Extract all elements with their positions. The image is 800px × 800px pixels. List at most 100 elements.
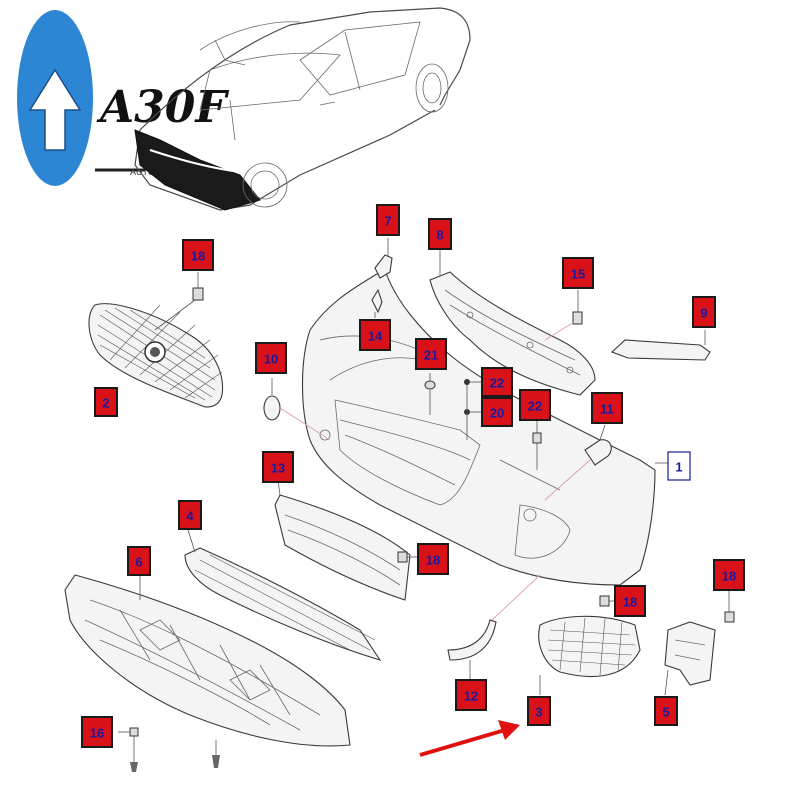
callout-box — [417, 543, 449, 575]
callout-number: 14 — [368, 329, 383, 344]
callout-number: 20 — [490, 406, 504, 421]
callout-number: 1 — [675, 460, 682, 475]
callout-box — [455, 679, 487, 711]
callout-box — [428, 218, 452, 250]
callout-c11: 11 — [591, 392, 623, 424]
callout-box — [376, 204, 400, 236]
brand-logo: A30F AUTO — [17, 10, 229, 186]
callout-number: 13 — [271, 461, 285, 476]
callout-c3: 3 — [527, 696, 551, 726]
callout-box — [81, 716, 113, 748]
callout-number: 21 — [424, 348, 438, 363]
callout-box — [519, 389, 551, 421]
callout-c20: 20 — [481, 397, 513, 427]
callout-c21: 21 — [415, 338, 447, 370]
callout-number: 18 — [623, 595, 637, 610]
callout-number: 10 — [264, 352, 278, 367]
callout-box — [359, 319, 391, 351]
callout-number: 3 — [535, 705, 542, 720]
callout-c14: 14 — [359, 319, 391, 351]
callout-c10: 10 — [255, 342, 287, 374]
callout-c8: 8 — [428, 218, 452, 250]
callout-box — [481, 367, 513, 397]
callout-number: 11 — [600, 402, 614, 417]
callout-box — [614, 585, 646, 617]
callout-c15: 15 — [562, 257, 594, 289]
callout-box — [654, 696, 678, 726]
callout-box — [481, 397, 513, 427]
screws-16 — [118, 727, 220, 772]
part-10-cap — [263, 378, 331, 441]
callout-number: 18 — [191, 249, 205, 264]
callout-number: 8 — [436, 228, 443, 243]
callout-c18b: 18 — [417, 543, 449, 575]
part-6-undertray — [64, 574, 351, 747]
callout-c4: 4 — [178, 500, 202, 530]
part-11-cap — [544, 424, 612, 501]
callout-c12: 12 — [455, 679, 487, 711]
callout-number: 18 — [722, 569, 736, 584]
callout-box — [255, 342, 287, 374]
callout-box — [527, 696, 551, 726]
callout-box — [713, 559, 745, 591]
callout-number: 18 — [426, 553, 440, 568]
callout-c6: 6 — [127, 546, 151, 576]
screws-22-20 — [464, 379, 542, 470]
callout-c16: 16 — [81, 716, 113, 748]
callout-number: 2 — [102, 396, 109, 411]
clip-14 — [371, 288, 383, 318]
callout-c18d: 18 — [713, 559, 745, 591]
part-3-fog-grille — [538, 615, 641, 695]
callout-box — [591, 392, 623, 424]
clip-18a — [154, 272, 204, 331]
callout-number: 22 — [528, 399, 542, 414]
callout-box — [94, 387, 118, 417]
callout-c7: 7 — [376, 204, 400, 236]
callout-c13: 13 — [262, 451, 294, 483]
callout-number: 5 — [662, 705, 669, 720]
clip-18d — [724, 590, 735, 623]
callout-c2: 2 — [94, 387, 118, 417]
callout-box — [692, 296, 716, 328]
callout-number: 15 — [571, 267, 585, 282]
callout-box — [127, 546, 151, 576]
red-arrow-icon — [419, 720, 520, 757]
part-4-lower-grille — [184, 529, 382, 661]
car-illustration — [134, 7, 471, 211]
callout-c1: 1 — [667, 451, 691, 481]
callout-box — [562, 257, 594, 289]
callout-c18a: 18 — [182, 239, 214, 271]
callout-c9: 9 — [692, 296, 716, 328]
logo-subtext: AUTO — [130, 167, 155, 177]
callout-number: 16 — [90, 726, 104, 741]
callout-c22b: 22 — [519, 389, 551, 421]
part-13-lower-mount — [274, 479, 411, 601]
callout-box — [262, 451, 294, 483]
callout-number: 7 — [384, 214, 391, 229]
callout-number: 22 — [490, 376, 504, 391]
part-7-bracket — [374, 238, 393, 279]
part-5-bracket — [664, 621, 716, 696]
callout-box — [415, 338, 447, 370]
part-12-strip — [447, 574, 541, 680]
clip-18c — [599, 595, 615, 607]
part-grille — [88, 303, 224, 408]
clip-18b — [397, 551, 418, 563]
callout-c5: 5 — [654, 696, 678, 726]
callout-c22a: 22 — [481, 367, 513, 397]
callout-box — [667, 451, 691, 481]
logo-text: A30F — [96, 82, 229, 133]
callout-number: 4 — [186, 509, 194, 524]
clip-15 — [544, 290, 583, 341]
callout-number: 12 — [464, 689, 478, 704]
callout-c18c: 18 — [614, 585, 646, 617]
part-9-bracket — [610, 330, 711, 361]
clip-21 — [424, 373, 436, 415]
callout-box — [182, 239, 214, 271]
callout-number: 9 — [700, 306, 707, 321]
callout-number: 6 — [135, 555, 142, 570]
callout-box — [178, 500, 202, 530]
part-upper-beam — [429, 250, 596, 396]
